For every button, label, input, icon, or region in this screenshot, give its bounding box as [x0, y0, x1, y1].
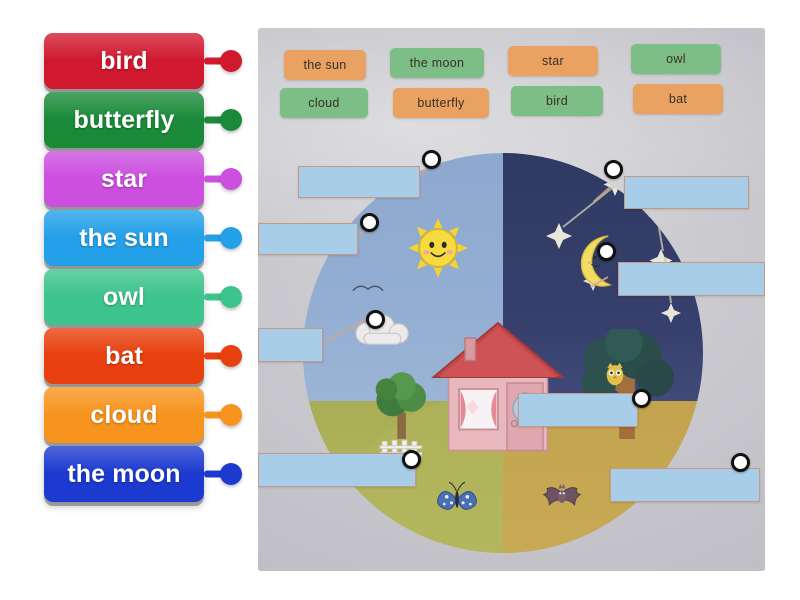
label-connector — [204, 269, 250, 325]
label-row[interactable]: butterfly — [44, 92, 250, 148]
blank-answer-box[interactable] — [258, 453, 416, 487]
connector-dot[interactable] — [220, 109, 242, 131]
house-icon — [430, 321, 566, 452]
connector-dot[interactable] — [220, 227, 242, 249]
drop-target-marker[interactable] — [360, 213, 379, 232]
diagram-photo-panel: the sun the moon star owl cloud butterfly bird… — [258, 28, 765, 571]
drop-target-marker[interactable] — [604, 160, 623, 179]
word-bank-chip: star — [508, 46, 598, 76]
label-chip-text: butterfly — [73, 105, 175, 134]
label-chip-butterfly[interactable]: butterfly — [44, 92, 204, 148]
blank-answer-box[interactable] — [518, 393, 638, 427]
label-chip-bat[interactable]: bat — [44, 328, 204, 384]
bird-icon — [352, 285, 384, 292]
word-bank-chip: the sun — [284, 50, 366, 80]
connector-line — [204, 116, 228, 124]
label-chip-text: bird — [100, 46, 148, 75]
label-connector — [204, 210, 250, 266]
label-connector — [204, 151, 250, 207]
label-chip-star[interactable]: star — [44, 151, 204, 207]
drop-target-marker[interactable] — [731, 453, 750, 472]
word-bank-chip: cloud — [280, 88, 368, 118]
word-bank-chip: butterfly — [393, 88, 489, 118]
label-chip-the-sun[interactable]: the sun — [44, 210, 204, 266]
connector-line — [204, 175, 228, 183]
moon-icon — [580, 235, 613, 287]
connector-line — [204, 57, 228, 65]
connector-dot[interactable] — [220, 404, 242, 426]
blank-answer-box[interactable] — [618, 262, 765, 296]
label-connector — [204, 446, 250, 502]
bat-icon — [542, 484, 582, 506]
blank-answer-box[interactable] — [298, 166, 420, 198]
blank-answer-box[interactable] — [258, 328, 323, 362]
label-chip-the-moon[interactable]: the moon — [44, 446, 204, 502]
blank-answer-box[interactable] — [258, 223, 358, 255]
label-chip-text: cloud — [90, 400, 158, 429]
connector-line — [204, 234, 228, 242]
word-bank-chip: bat — [633, 84, 723, 114]
blank-answer-box[interactable] — [624, 176, 749, 209]
connector-dot[interactable] — [220, 168, 242, 190]
drop-target-marker[interactable] — [597, 242, 616, 261]
drop-target-marker[interactable] — [422, 150, 441, 169]
label-row[interactable]: the moon — [44, 446, 250, 502]
label-connector — [204, 387, 250, 443]
drop-target-marker[interactable] — [366, 310, 385, 329]
butterfly-icon — [437, 481, 477, 510]
label-row[interactable]: bat — [44, 328, 250, 384]
label-row[interactable]: cloud — [44, 387, 250, 443]
connector-dot[interactable] — [220, 463, 242, 485]
tree-icon — [375, 372, 427, 439]
cloud-icon — [355, 314, 409, 345]
label-row[interactable]: owl — [44, 269, 250, 325]
label-chip-text: owl — [103, 282, 145, 311]
blank-answer-box[interactable] — [610, 468, 760, 502]
label-chip-cloud[interactable]: cloud — [44, 387, 204, 443]
sun-icon — [408, 218, 468, 278]
word-bank-chip: the moon — [390, 48, 484, 78]
label-row[interactable]: bird — [44, 33, 250, 89]
label-chip-text: star — [100, 164, 148, 193]
label-row[interactable]: the sun — [44, 210, 250, 266]
connector-dot[interactable] — [220, 50, 242, 72]
drop-target-marker[interactable] — [632, 389, 651, 408]
label-chip-bird[interactable]: bird — [44, 33, 204, 89]
label-chip-text: the sun — [79, 223, 169, 252]
label-chip-owl[interactable]: owl — [44, 269, 204, 325]
label-connector — [204, 92, 250, 148]
label-connector — [204, 33, 250, 89]
drop-target-marker[interactable] — [402, 450, 421, 469]
owl-icon — [606, 362, 624, 386]
label-row[interactable]: star — [44, 151, 250, 207]
connector-line — [204, 470, 228, 478]
labels-panel: bird butterfly star — [0, 0, 258, 600]
connector-dot[interactable] — [220, 345, 242, 367]
connector-line — [204, 293, 228, 301]
word-bank-chip: bird — [511, 86, 603, 116]
word-bank-chip: owl — [631, 44, 721, 74]
connector-line — [204, 411, 228, 419]
label-chip-text: bat — [105, 341, 143, 370]
connector-line — [204, 352, 228, 360]
label-chip-text: the moon — [67, 459, 181, 488]
connector-dot[interactable] — [220, 286, 242, 308]
label-connector — [204, 328, 250, 384]
